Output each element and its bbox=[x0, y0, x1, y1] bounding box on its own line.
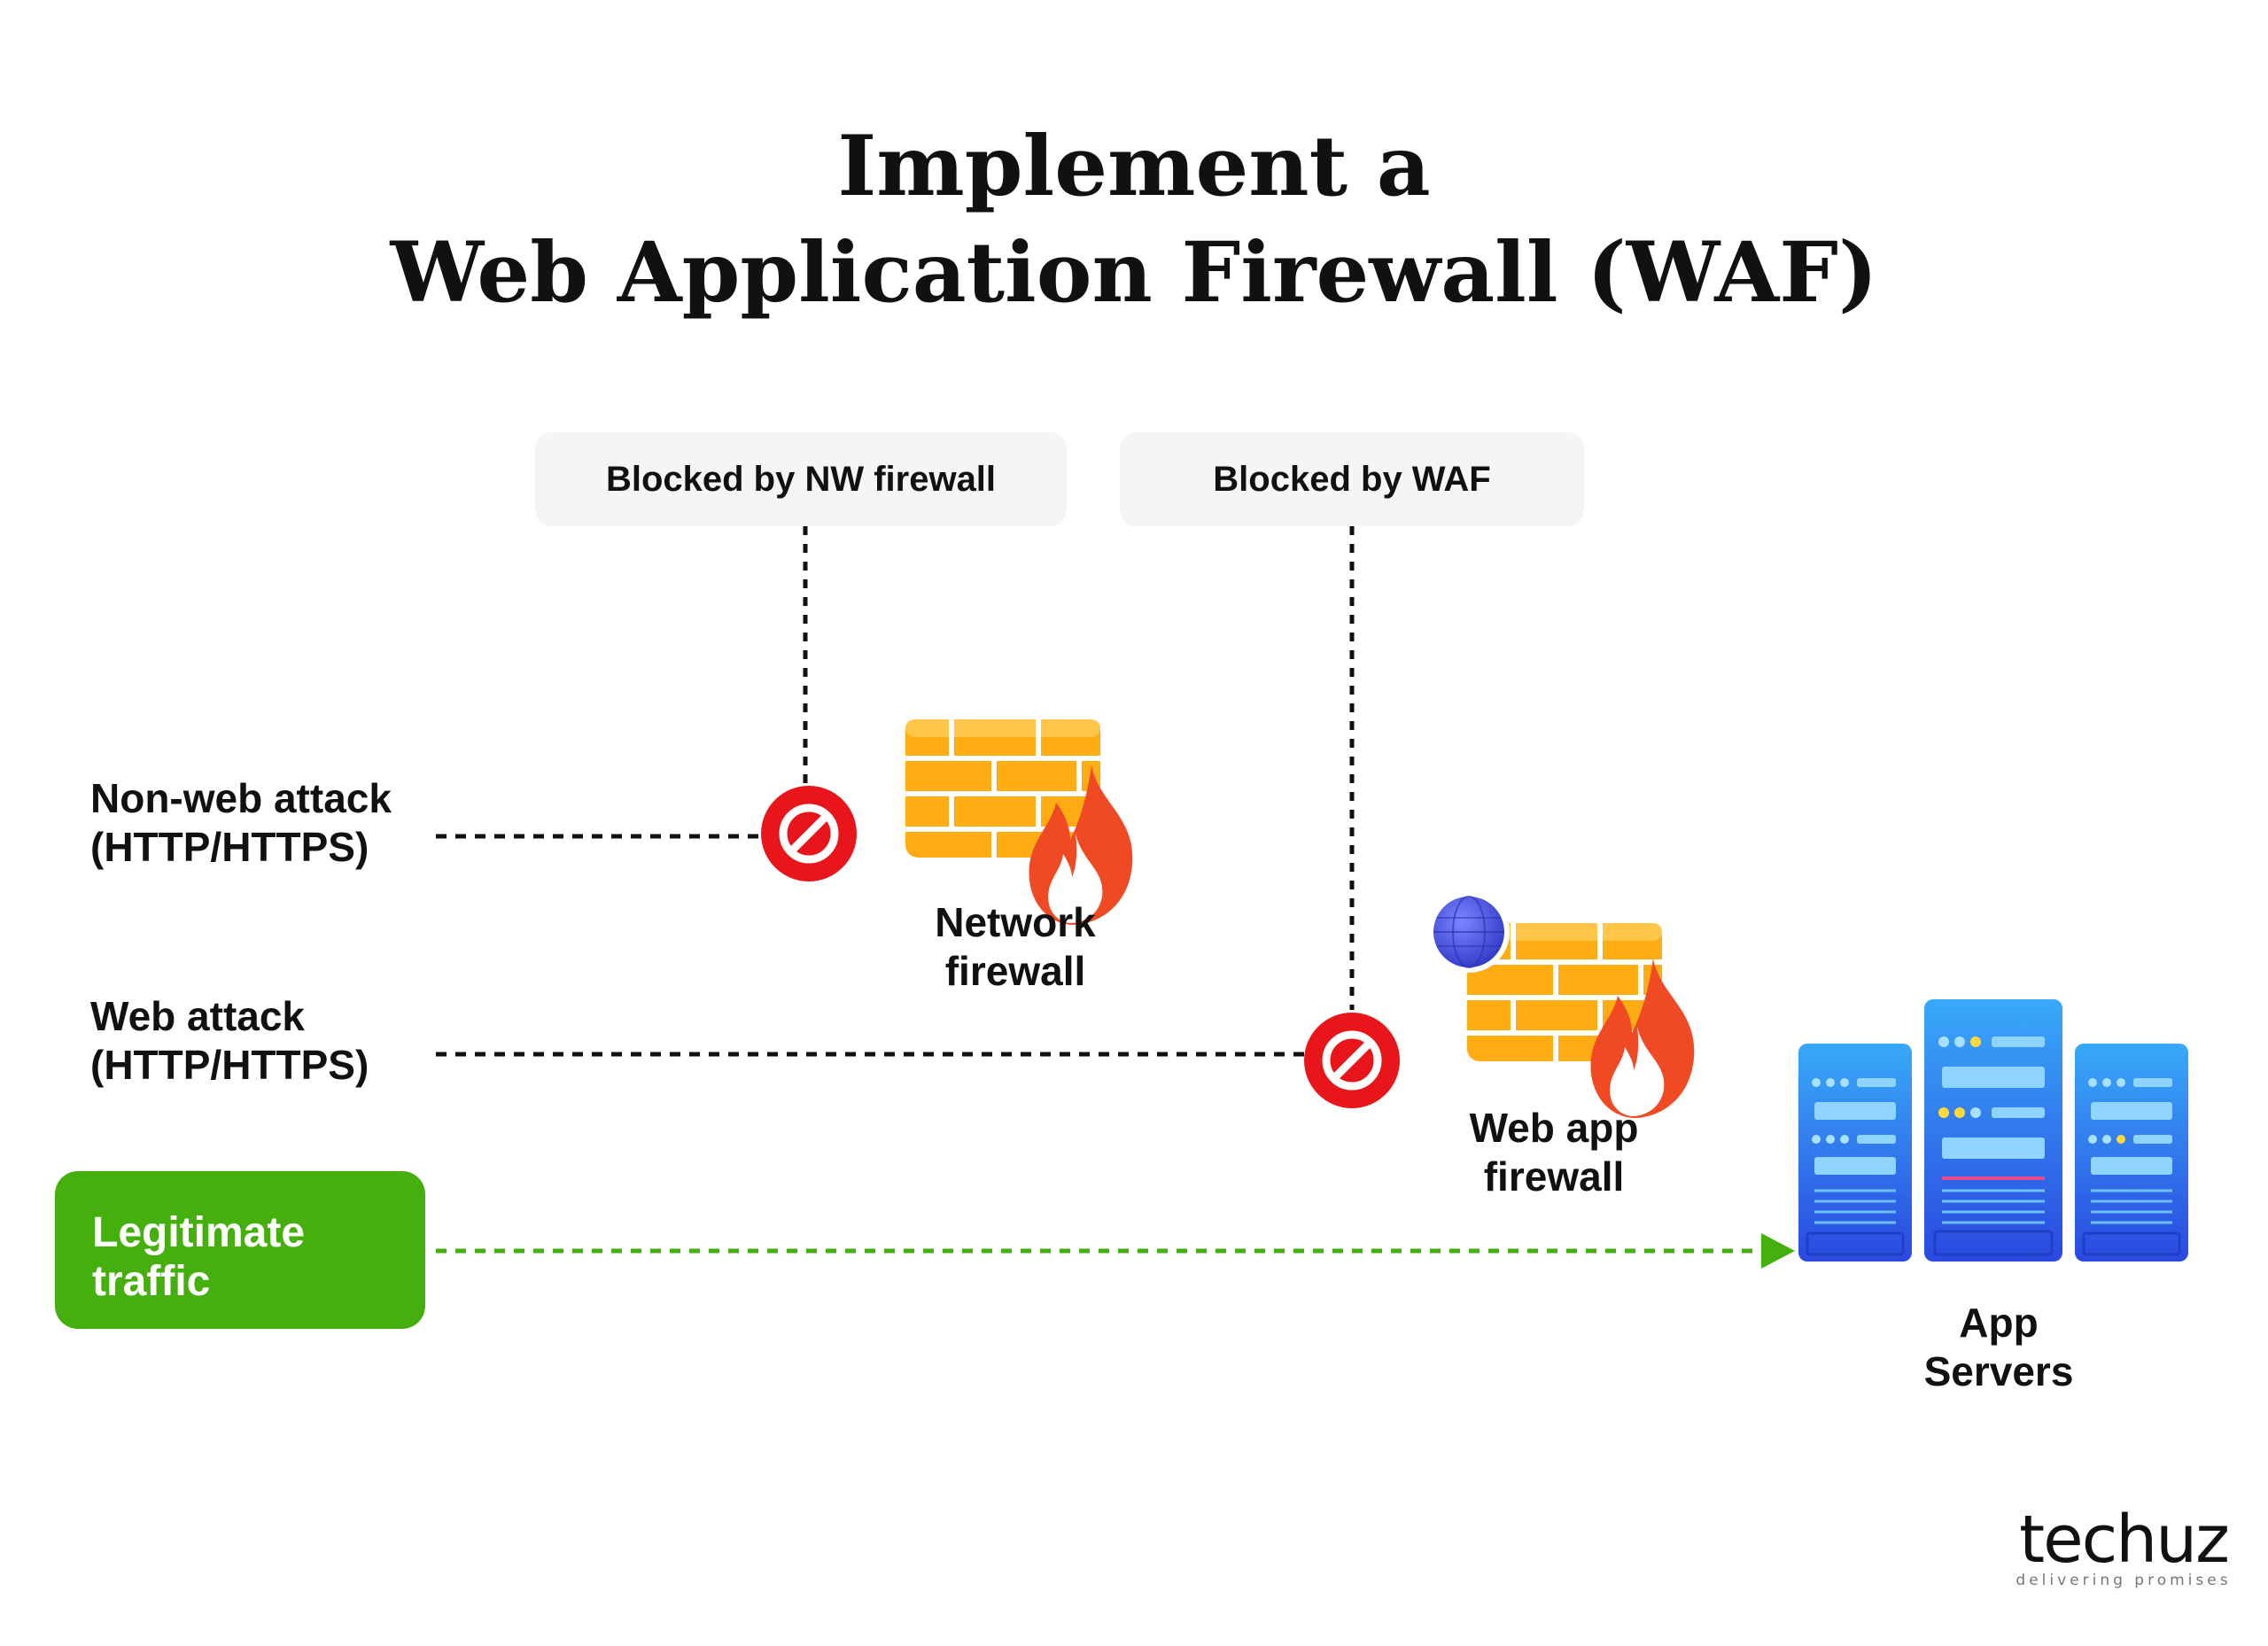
non-web-attack-line1: Non-web attack bbox=[90, 775, 392, 821]
non-web-attack-line2: (HTTP/HTTPS) bbox=[90, 824, 369, 870]
network-firewall-line2: firewall bbox=[944, 948, 1086, 994]
web-app-firewall-line2: firewall bbox=[1483, 1153, 1625, 1200]
network-firewall-icon bbox=[905, 719, 1133, 925]
brick-wall-icon bbox=[905, 719, 1100, 858]
block-icon bbox=[1304, 1013, 1400, 1108]
web-attack-label: Web attack (HTTP/HTTPS) bbox=[90, 992, 369, 1090]
web-attack-line2: (HTTP/HTTPS) bbox=[90, 1042, 369, 1088]
legit-line1: Legitimate bbox=[92, 1209, 306, 1256]
app-servers-line2: Servers bbox=[1923, 1348, 2074, 1394]
legit-line2: traffic bbox=[92, 1258, 211, 1305]
non-web-attack-label: Non-web attack (HTTP/HTTPS) bbox=[90, 774, 392, 872]
globe-icon bbox=[1428, 891, 1510, 973]
app-servers-line1: App bbox=[1959, 1300, 2039, 1346]
web-app-firewall-icon bbox=[1428, 891, 1695, 1118]
web-app-firewall-label: Web app firewall bbox=[1470, 1104, 1639, 1201]
block-icon bbox=[761, 786, 857, 881]
logo-tagline: delivering promises bbox=[2016, 1572, 2232, 1589]
page-title-line2: Web Application Firewall (WAF) bbox=[390, 224, 1878, 322]
server-rack-icon bbox=[1924, 999, 2062, 1262]
network-firewall-line1: Network bbox=[935, 899, 1096, 945]
app-servers-label: App Servers bbox=[1924, 1299, 2074, 1396]
blocked-by-nw-firewall-label: Blocked by NW firewall bbox=[535, 432, 1067, 526]
server-rack-icon bbox=[2075, 1044, 2188, 1262]
legitimate-traffic-box: Legitimate traffic bbox=[55, 1171, 425, 1329]
page-title-line1: Implement a bbox=[837, 118, 1431, 215]
blocked-by-waf-label: Blocked by WAF bbox=[1120, 432, 1584, 526]
flame-icon bbox=[1029, 765, 1133, 925]
techuz-logo: techuz delivering promises bbox=[2011, 1504, 2236, 1589]
web-app-firewall-line1: Web app bbox=[1469, 1105, 1639, 1151]
web-attack-line1: Web attack bbox=[90, 993, 306, 1039]
network-firewall-label: Network firewall bbox=[935, 898, 1095, 996]
server-rack-icon bbox=[1798, 1044, 1912, 1262]
legit-traffic-arrowhead bbox=[1761, 1233, 1795, 1269]
app-servers-icon bbox=[1798, 999, 2188, 1262]
flame-icon bbox=[1590, 959, 1695, 1118]
logo-wordmark: techuz bbox=[2019, 1502, 2230, 1578]
